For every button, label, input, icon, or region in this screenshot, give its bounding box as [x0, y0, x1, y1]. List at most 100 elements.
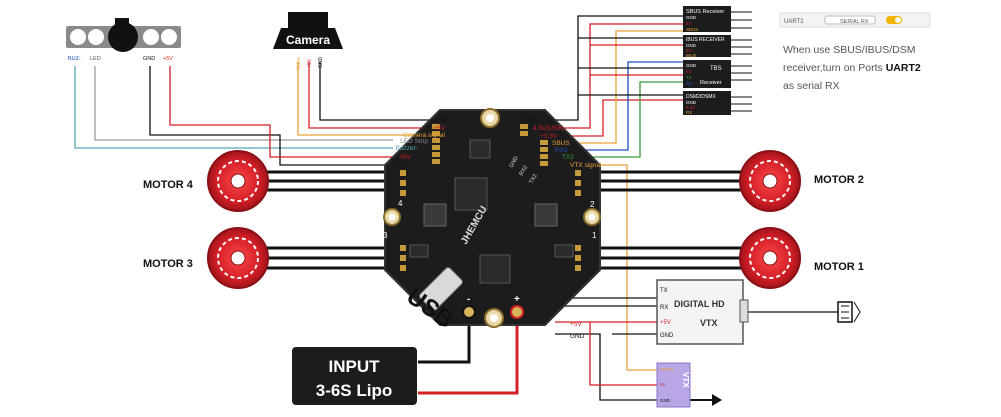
- receiver-sbus-pin-sbus: SBUS: [686, 27, 698, 32]
- fc-pad-gnd: GND: [509, 155, 520, 169]
- digital-vtx-pin-tx: TX: [660, 288, 668, 294]
- receiver-tbs-pin-tx: TX: [686, 75, 692, 80]
- analog-vtx-pin-5v: 5V: [660, 382, 666, 387]
- receiver-dsm-pin-rx: RX: [686, 110, 692, 115]
- mcu-chip: [454, 177, 488, 211]
- power-pad-neg-label: -: [467, 294, 470, 305]
- receiver-tbs-pin-5v: 5V: [686, 69, 692, 74]
- wire-camera-signal: [297, 62, 450, 136]
- esc-chip: [479, 254, 511, 284]
- 5v-pin-label: +5V: [163, 56, 173, 62]
- inductor-right: [534, 203, 558, 227]
- wire-avtx-5v: [589, 322, 660, 386]
- receiver-sbus-pin-5v: 5V: [686, 21, 692, 26]
- motor-4-label: MOTOR 4: [143, 179, 194, 191]
- motor-1-label: MOTOR 1: [814, 261, 864, 273]
- inductor-left: [423, 203, 447, 227]
- receiver-dsm: DSM2/DSMX GND 3.3V RX: [683, 91, 731, 115]
- digital-vtx-sub: VTX: [700, 318, 718, 328]
- battery-pos-lead: [418, 318, 519, 395]
- gyro-chip: [469, 139, 491, 159]
- mosfet-left: [409, 244, 429, 258]
- motor-3: [207, 227, 269, 289]
- power-pad-pos-label: +: [514, 294, 520, 305]
- analog-vtx-pin-gnd: GND: [660, 398, 671, 403]
- buzzer-led-connector: BUZ- LED GND +5V: [66, 18, 181, 62]
- receiver-tbs-title: TBS: [710, 66, 722, 72]
- fc-pad-tx2: TX2: [529, 173, 539, 185]
- fc-right-tx2: TX2: [562, 154, 574, 161]
- fc-left-5v-1: +5V: [433, 125, 445, 132]
- receiver-ibus-pin-ibus: IBUS: [686, 53, 697, 58]
- fc-left-camera-signal: Camera signal: [403, 132, 445, 139]
- buzzer-pin-label: BUZ-: [68, 56, 81, 62]
- fc-left-led-strip: LED Strip: [400, 138, 428, 145]
- wire-buzzer-gnd: [149, 66, 393, 166]
- note-line-2: receiver,turn on Ports UART2: [783, 62, 921, 74]
- battery-neg-lead: [418, 318, 471, 364]
- antenna-connector-icon: [837, 301, 861, 323]
- camera-pin-video: Video: [296, 57, 302, 70]
- power-pad-pos: [510, 305, 524, 319]
- camera-pin-gnd: GND: [318, 57, 324, 69]
- setting-serial-rx-label: SERIAL RX: [840, 19, 869, 25]
- wire-buzzer-5v: [169, 66, 393, 158]
- battery-input: INPUT 3-6S Lipo: [292, 347, 417, 405]
- motor-1: [739, 227, 801, 289]
- receiver-ibus-title: IBUS RECEIVER: [686, 37, 725, 43]
- flight-controller: - + JHEMCU GND RX2 TX2 4 3 2 1: [383, 108, 601, 328]
- digital-vtx-pin-gnd: GND: [660, 333, 674, 339]
- mosfet-right: [554, 244, 574, 258]
- motor-2-label: MOTOR 2: [814, 174, 864, 186]
- gnd-pin-label: GND: [143, 56, 155, 62]
- wire-dvtx-gnd: [555, 333, 660, 401]
- note-line-2a: receiver,turn on Ports: [783, 62, 886, 74]
- fc-left-buzzer: Buzzer-: [396, 145, 418, 152]
- motor-pad-2: 2: [590, 200, 595, 209]
- vtx-wire-gnd-label: GND: [570, 333, 585, 340]
- fc-right-labels: GND 4.5V(USB) +3.3V SBUS RX2 TX2 VTX sig…: [523, 117, 602, 169]
- buzzer-icon: [108, 22, 138, 52]
- receiver-tbs: TBS Receiver GND 5V TX RX: [683, 60, 731, 88]
- receiver-tbs-sub: Receiver: [700, 80, 722, 86]
- receiver-dsm-pin-gnd: GND: [686, 100, 697, 105]
- receiver-tbs-pin-rx: RX: [686, 81, 692, 86]
- receiver-dsm-pin-33v: 3.3V: [686, 105, 695, 110]
- fc-right-sbus: SBUS: [552, 140, 570, 147]
- camera-title: Camera: [286, 33, 330, 47]
- fc-left-5v-2: +5V: [399, 154, 411, 161]
- camera-pin-5v: +5V: [307, 58, 313, 68]
- receiver-sbus-pin-gnd: GND: [686, 15, 697, 20]
- receiver-dsm-title: DSM2/DSMX: [686, 94, 716, 100]
- motor-3-label: MOTOR 3: [143, 258, 193, 270]
- note-line-3: as serial RX: [783, 80, 840, 92]
- receiver-ibus-pin-5v: 5V: [686, 48, 692, 53]
- motor-4: [207, 150, 269, 212]
- vtx-wire-5v-label: +5V: [570, 321, 582, 328]
- receiver-ibus-pin-gnd: GND: [686, 43, 697, 48]
- analog-vtx: VTX VIDEO 5V GND: [656, 362, 691, 408]
- motor-wires: [260, 170, 745, 270]
- receiver-sbus: SBUS Receiver GND 5V SBUS: [683, 6, 731, 32]
- fc-right-usb: 4.5V(USB): [533, 125, 564, 132]
- digital-vtx-title: DIGITAL HD: [674, 299, 725, 309]
- battery-line-1: INPUT: [329, 357, 381, 376]
- wire-led: [94, 66, 393, 141]
- digital-vtx: DIGITAL HD VTX TX RX +5V GND: [656, 279, 749, 345]
- analog-vtx-title: VTX: [681, 372, 690, 388]
- usb-port: [419, 267, 463, 311]
- fc-pad-rx2: RX2: [519, 165, 530, 177]
- note-line-1: When use SBUS/IBUS/DSM: [783, 44, 915, 56]
- battery-line-2: 3-6S Lipo: [316, 381, 393, 400]
- digital-vtx-pin-5v: +5V: [660, 320, 671, 326]
- ground-arrow-icon: [712, 394, 722, 406]
- led-pin-label: LED: [90, 56, 101, 62]
- digital-vtx-pin-rx: RX: [660, 305, 668, 311]
- fc-left-gnd-1: GND: [436, 117, 451, 124]
- power-pad-neg: [462, 305, 476, 319]
- motor-pad-1: 1: [592, 231, 597, 240]
- setting-uart-label: UART2: [784, 19, 804, 25]
- ports-setting-snippet: UART2 SERIAL RX: [779, 12, 931, 28]
- wire-buzzer-neg: [74, 66, 393, 149]
